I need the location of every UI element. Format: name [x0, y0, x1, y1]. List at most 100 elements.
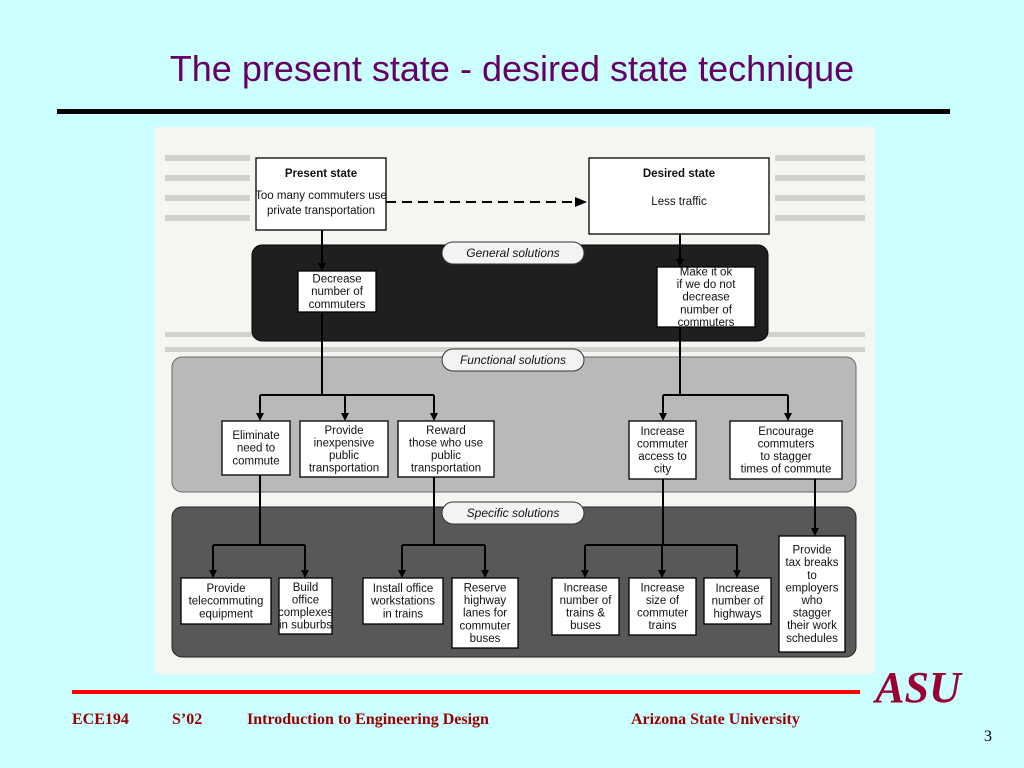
desired-state-heading: Desired state	[643, 168, 715, 180]
solution-box-text: office	[292, 594, 319, 606]
solution-box-text: size of	[646, 595, 680, 607]
solution-box-text: commuter	[459, 620, 510, 632]
connector-lines	[209, 197, 819, 578]
solution-box-text: Increase	[640, 426, 684, 438]
solution-box-text: number of	[311, 286, 364, 298]
present-state-heading: Present state	[285, 168, 357, 180]
desired-state-line: Less traffic	[651, 196, 707, 208]
solution-box-text: Eliminate	[232, 430, 279, 442]
page-number: 3	[984, 728, 992, 745]
solution-box-text: buses	[470, 633, 501, 645]
solution-box-text: Make it ok	[680, 267, 733, 279]
asu-logo-text: ASU	[872, 664, 963, 708]
solution-box-text: Reward	[426, 425, 466, 437]
solution-box-text: transportation	[309, 463, 379, 475]
svg-text:Functional solutions: Functional solutions	[460, 353, 566, 367]
solution-box-text: commuter	[637, 608, 688, 620]
solution-box-text: Increase	[640, 582, 684, 594]
specific-solution-boxes: ProvidetelecommutingequipmentBuildoffice…	[180, 535, 846, 653]
solution-box-text: Encourage	[758, 426, 814, 438]
svg-text:Specific solutions: Specific solutions	[467, 506, 560, 520]
solution-box-text: employers	[785, 582, 838, 594]
solution-box-text: trains	[648, 620, 676, 632]
solution-box-text: who	[800, 595, 822, 607]
solution-box-text: Increase	[563, 582, 607, 594]
solution-box-text: highway	[464, 595, 506, 607]
solution-box-text: those who use	[409, 437, 483, 449]
solution-box-text: highways	[714, 608, 762, 620]
solution-box-text: complexes	[278, 607, 333, 619]
footer-rule	[72, 690, 860, 694]
solution-box-text: their work	[787, 620, 837, 632]
specific-solutions-label: Specific solutions	[441, 501, 585, 525]
solution-box-text: Decrease	[312, 274, 361, 286]
solution-box-text: Provide	[325, 425, 364, 437]
solution-box-text: to stagger	[760, 451, 811, 463]
present-state-box: Present state Too many commuters use pri…	[255, 157, 387, 231]
footer-university: Arizona State University	[631, 711, 800, 728]
solution-box-text: public	[329, 450, 359, 462]
solution-box-text: Provide	[793, 545, 832, 557]
solution-box-text: in trains	[383, 608, 424, 620]
solution-box-text: Provide	[207, 583, 246, 595]
solution-box-text: commuters	[309, 299, 366, 311]
solution-box-text: if we do not	[677, 279, 737, 291]
footer-term: S’02	[172, 711, 203, 728]
solution-box-text: telecommuting	[189, 596, 264, 608]
solution-box-text: buses	[570, 620, 601, 632]
solution-box-text: stagger	[793, 608, 832, 620]
solution-box-text: equipment	[199, 608, 254, 620]
solution-tree-diagram: Present state Too many commuters use pri…	[165, 155, 865, 658]
solution-box-text: city	[654, 464, 672, 476]
solution-box-text: number of	[560, 595, 613, 607]
solution-box-text: number of	[680, 304, 733, 316]
present-state-line: Too many commuters use	[255, 190, 387, 202]
general-solutions-label: General solutions	[441, 241, 585, 265]
solution-box-text: times of commute	[741, 464, 832, 476]
solution-box-text: Increase	[715, 583, 759, 595]
footer-course: ECE194	[72, 711, 129, 728]
solution-box-text: commuter	[637, 438, 688, 450]
solution-box-text: commute	[232, 455, 279, 467]
functional-solutions-label: Functional solutions	[441, 348, 585, 372]
solution-box-text: transportation	[411, 463, 481, 475]
title-rule	[57, 109, 950, 114]
solution-box-text: workstations	[370, 596, 435, 608]
solution-tree-figure: Present state Too many commuters use pri…	[155, 127, 875, 674]
solution-box-text: Build	[293, 582, 319, 594]
asu-logo: ASU	[872, 664, 963, 708]
solution-box-text: in suburbs	[279, 620, 332, 632]
solution-box-text: to	[807, 570, 817, 582]
solution-box-text: schedules	[786, 633, 838, 645]
solution-box-text: public	[431, 450, 461, 462]
solution-box-text: need to	[237, 443, 275, 455]
present-state-line: private transportation	[267, 205, 375, 217]
solution-box-text: Install office	[373, 583, 434, 595]
svg-text:General solutions: General solutions	[466, 246, 559, 260]
solution-box-text: number of	[712, 596, 765, 608]
footer-course-name: Introduction to Engineering Design	[247, 711, 489, 728]
solution-box-text: Reserve	[464, 583, 507, 595]
solution-box-text: commuters	[758, 438, 815, 450]
solution-box-text: commuters	[678, 317, 735, 329]
solution-box-text: access to	[638, 451, 687, 463]
solution-box-text: trains &	[566, 608, 605, 620]
solution-box-text: decrease	[682, 292, 729, 304]
